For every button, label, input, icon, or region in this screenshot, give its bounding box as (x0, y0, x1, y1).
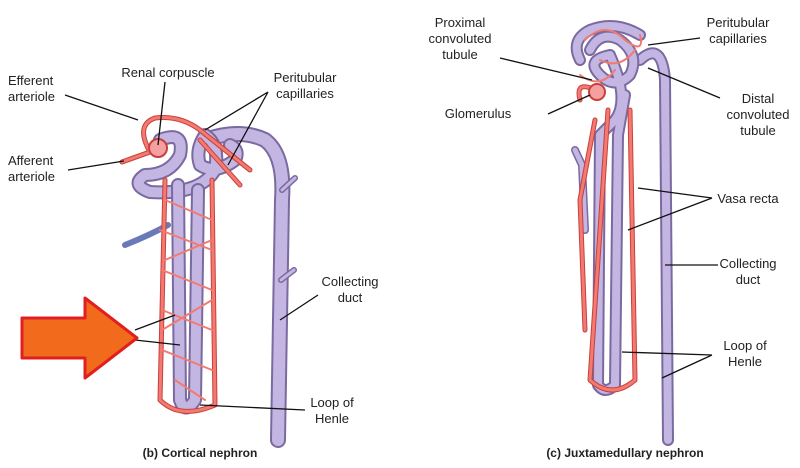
label-vasa-recta: Vasa recta (717, 191, 779, 206)
cortical-blood-vessels (119, 115, 253, 414)
caption-cortical-nephron: (b) Cortical nephron (143, 446, 258, 460)
jm-blood-vessels (576, 29, 642, 393)
collecting-duct-tube (197, 126, 298, 448)
caption-juxtamedullary-nephron: (c) Juxtamedullary nephron (546, 446, 703, 460)
cortical-tubule (122, 128, 244, 415)
label-glomerulus: Glomerulus (445, 106, 512, 121)
juxtamedullary-nephron-illustration (570, 20, 674, 446)
cortical-leader-lines (64, 81, 319, 411)
jm-leader-lines (499, 37, 721, 379)
cortical-nephron-illustration (119, 115, 298, 448)
orange-pointer-arrow (20, 296, 139, 380)
jm-collecting-duct-tube (634, 47, 674, 446)
label-renal-corpuscle: Renal corpuscle (121, 65, 214, 80)
